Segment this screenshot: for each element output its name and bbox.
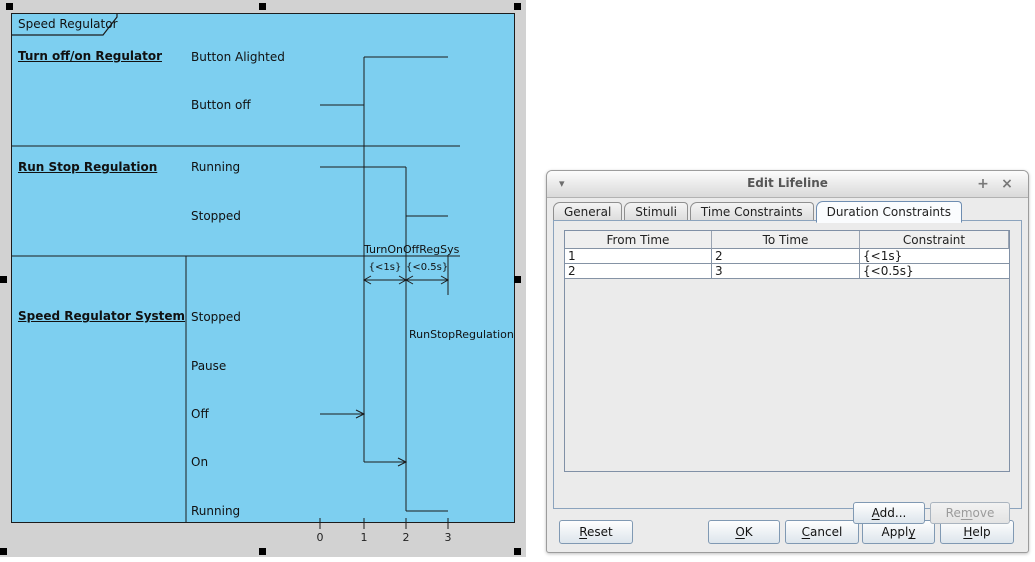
remove-button: Remove — [930, 502, 1010, 524]
table-cell-row1-constraint[interactable]: {<1s} — [860, 249, 1009, 264]
duration-constraint-05s: {<0.5s} — [406, 262, 449, 273]
table-cell-row2-from[interactable]: 2 — [565, 264, 712, 279]
axis-tick-1: 1 — [360, 531, 368, 544]
tab-duration-constraints[interactable]: Duration Constraints — [815, 201, 962, 223]
dialog-titlebar[interactable]: ▾ Edit Lifeline + × — [547, 171, 1028, 198]
constraints-table: From Time To Time Constraint 1 2 {<1s} 2… — [565, 231, 1009, 279]
dialog-title: Edit Lifeline — [747, 176, 828, 190]
add-button[interactable]: Add... — [853, 502, 925, 524]
state-label-stopped-regulation: Stopped — [191, 209, 241, 223]
constraints-table-scrollpane[interactable]: From Time To Time Constraint 1 2 {<1s} 2… — [564, 230, 1010, 472]
selection-handle[interactable] — [6, 3, 13, 10]
selection-handle[interactable] — [0, 548, 7, 555]
editor-canvas[interactable]: Speed Regulator Turn off/on Regulator Ru… — [0, 0, 526, 557]
column-header-from-time[interactable]: From Time — [565, 231, 712, 249]
maximize-icon[interactable]: + — [977, 176, 989, 192]
column-header-constraint[interactable]: Constraint — [860, 231, 1009, 249]
table-cell-row2-constraint[interactable]: {<0.5s} — [860, 264, 1009, 279]
apply-button[interactable]: Apply — [862, 520, 935, 544]
table-cell-row1-from[interactable]: 1 — [565, 249, 712, 264]
table-cell-row2-to[interactable]: 3 — [712, 264, 860, 279]
window-menu-icon[interactable]: ▾ — [559, 177, 565, 190]
state-label-button-off: Button off — [191, 98, 251, 112]
selection-handle[interactable] — [514, 276, 521, 283]
cancel-button[interactable]: Cancel — [785, 520, 859, 544]
duration-constraint-1s: {<1s} — [368, 262, 402, 273]
tab-stimuli[interactable]: Stimuli — [624, 202, 688, 221]
signal-label-runstopregulation: RunStopRegulation — [409, 328, 514, 341]
selection-handle[interactable] — [0, 276, 7, 283]
dialog-body: General Stimuli Time Constraints Duratio… — [547, 197, 1028, 552]
axis-tick-2: 2 — [402, 531, 410, 544]
state-label-button-alighted: Button Alighted — [191, 50, 285, 64]
duration-constraints-panel: From Time To Time Constraint 1 2 {<1s} 2… — [553, 220, 1022, 524]
selection-handle[interactable] — [259, 3, 266, 10]
state-label-running-regulation: Running — [191, 160, 241, 174]
ok-button[interactable]: OK — [708, 520, 780, 544]
column-header-to-time[interactable]: To Time — [712, 231, 860, 249]
reset-button[interactable]: Reset — [559, 520, 633, 544]
selection-handle[interactable] — [514, 548, 521, 555]
state-label-stopped-system: Stopped — [191, 310, 241, 324]
state-label-pause: Pause — [191, 359, 227, 373]
tab-time-constraints[interactable]: Time Constraints — [689, 202, 814, 221]
edit-lifeline-dialog: ▾ Edit Lifeline + × General Stimuli Time… — [546, 170, 1029, 553]
lifeline-name-turn-off-on-regulator: Turn off/on Regulator — [18, 49, 162, 63]
lifeline-name-run-stop-regulation: Run Stop Regulation — [18, 160, 158, 174]
state-label-off: Off — [191, 407, 209, 421]
selection-handle[interactable] — [514, 3, 521, 10]
selection-handle[interactable] — [259, 548, 266, 555]
state-label-on: On — [191, 455, 209, 469]
state-label-running-system: Running — [191, 504, 241, 518]
lifeline-name-speed-regulator-system: Speed Regulator System — [18, 309, 186, 323]
signal-label-turnonoffregsys: TurnOnOffRegSys — [364, 243, 460, 256]
tab-strip: General Stimuli Time Constraints Duratio… — [553, 200, 962, 223]
help-button[interactable]: Help — [940, 520, 1014, 544]
axis-tick-0: 0 — [316, 531, 324, 544]
table-cell-row1-to[interactable]: 2 — [712, 249, 860, 264]
timing-diagram-panel[interactable] — [11, 13, 515, 523]
frame-label: Speed Regulator — [18, 17, 118, 31]
close-icon[interactable]: × — [1001, 176, 1013, 192]
tab-general[interactable]: General — [553, 202, 623, 221]
axis-tick-3: 3 — [444, 531, 452, 544]
